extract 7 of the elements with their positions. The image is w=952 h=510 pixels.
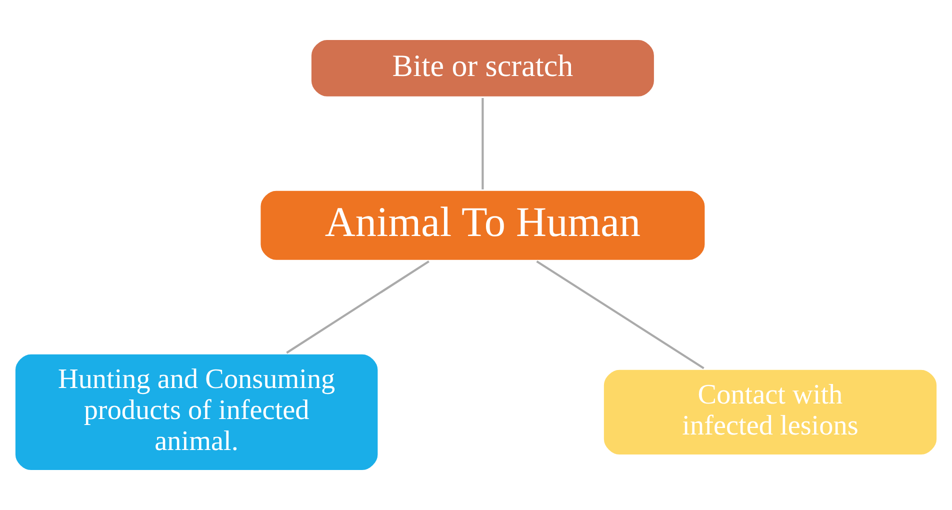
node-box: Bite or scratch	[308, 37, 657, 100]
node-box: Contact with infected lesions	[601, 367, 940, 458]
node-box: Hunting and Consuming products of infected animal.	[12, 352, 380, 473]
connector	[536, 260, 704, 370]
connector	[286, 260, 430, 354]
connector	[482, 98, 484, 190]
node-box: Animal To Human	[258, 188, 708, 263]
